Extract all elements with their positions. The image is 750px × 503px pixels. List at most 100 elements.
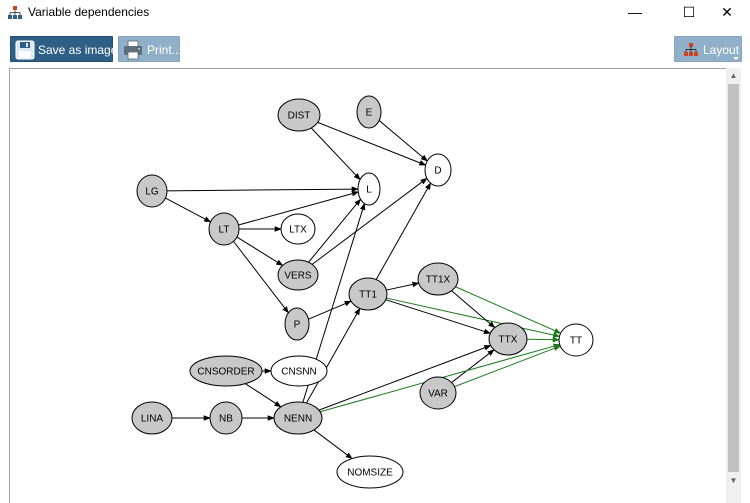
edge-var-to-ttx <box>451 349 495 383</box>
node-d[interactable]: D <box>424 153 452 187</box>
minimize-button[interactable]: — <box>612 0 658 26</box>
toolbar: Save as image... Print... Layout <box>0 26 750 66</box>
node-nomsize[interactable]: NOMSIZE <box>336 455 404 489</box>
node-cnsnn[interactable]: CNSNN <box>270 355 328 387</box>
node-tt1[interactable]: TT1 <box>348 277 388 311</box>
edge-tt1-to-tt <box>386 297 561 338</box>
node-nb[interactable]: NB <box>209 401 243 435</box>
node-shape <box>348 277 388 311</box>
vertical-scrollbar[interactable]: ▲ ▼ <box>726 68 741 503</box>
maximize-icon: ☐ <box>682 4 696 20</box>
node-label: CNSORDER <box>197 367 254 378</box>
title-bar: Variable dependencies — ☐ ✕ <box>0 0 750 26</box>
node-shape <box>558 323 594 357</box>
node-tt1x[interactable]: TT1X <box>417 262 459 296</box>
edge-dist-to-d <box>317 121 427 166</box>
edge-lt-to-p <box>233 241 289 314</box>
window-title: Variable dependencies <box>28 5 150 19</box>
node-label: VAR <box>428 389 448 400</box>
node-label: P <box>294 320 301 331</box>
node-label: LINA <box>141 414 164 425</box>
node-label: E <box>366 108 373 119</box>
edge-vers-to-d <box>311 177 428 265</box>
node-lina[interactable]: LINA <box>131 401 173 435</box>
edge-lg-to-l <box>166 186 359 192</box>
node-cnsorder[interactable]: CNSORDER <box>189 355 263 387</box>
node-e[interactable]: E <box>356 95 382 129</box>
scroll-down-icon[interactable]: ▼ <box>729 476 738 485</box>
node-label: LG <box>145 187 159 198</box>
node-label: NENN <box>284 414 312 425</box>
node-p[interactable]: P <box>284 307 310 341</box>
node-dist[interactable]: DIST <box>277 98 321 132</box>
edge-p-to-tt1 <box>308 300 352 320</box>
edge-dist-to-l <box>310 127 361 181</box>
layout-label: Layout <box>703 43 740 57</box>
node-label: CNSNN <box>281 367 317 378</box>
node-var[interactable]: VAR <box>419 376 457 410</box>
node-vers[interactable]: VERS <box>277 259 319 291</box>
node-lt[interactable]: LT <box>208 212 240 246</box>
print-button[interactable]: Print... <box>118 36 182 62</box>
edge-cnsorder-to-nenn <box>245 383 282 408</box>
node-label: NOMSIZE <box>347 468 393 479</box>
node-shape <box>131 401 173 435</box>
node-shape <box>277 98 321 132</box>
node-shape <box>277 259 319 291</box>
print-label: Print... <box>147 43 182 57</box>
node-shape <box>208 212 240 246</box>
node-label: D <box>434 166 441 177</box>
edge-tt1-to-tt1x <box>386 281 420 291</box>
node-shape <box>424 153 452 187</box>
node-label: LT <box>219 225 230 236</box>
layout-button[interactable]: Layout <box>674 36 742 62</box>
node-shape <box>189 355 263 387</box>
node-shape <box>280 213 316 245</box>
node-label: DIST <box>288 111 311 122</box>
node-shape <box>270 355 328 387</box>
node-label: TT1X <box>426 275 451 286</box>
minimize-icon: — <box>628 4 642 20</box>
node-ltx[interactable]: LTX <box>280 213 316 245</box>
dropdown-arrow-icon <box>733 57 739 60</box>
save-as-image-button[interactable]: Save as image... <box>10 36 127 62</box>
edge-tt1-to-ttx <box>385 299 491 335</box>
node-shape <box>336 455 404 489</box>
edge-lg-to-lt <box>165 197 212 223</box>
scroll-thumb[interactable] <box>728 84 739 472</box>
floppy-disk-icon <box>15 40 35 60</box>
node-nenn[interactable]: NENN <box>273 401 323 435</box>
node-tt[interactable]: TT <box>558 323 594 357</box>
edge-nenn-to-tt1 <box>306 307 361 404</box>
node-shape <box>273 401 323 435</box>
node-shape <box>417 262 459 296</box>
scroll-up-icon[interactable]: ▲ <box>729 71 738 80</box>
close-button[interactable]: ✕ <box>704 0 750 26</box>
edge-tt1x-to-tt <box>455 286 562 334</box>
node-lg[interactable]: LG <box>136 174 168 208</box>
edge-tt1x-to-ttx <box>451 290 496 329</box>
node-ttx[interactable]: TTX <box>488 322 528 356</box>
edge-nenn-to-nomsize <box>313 429 353 459</box>
node-label: VERS <box>284 271 312 282</box>
node-l[interactable]: L <box>357 172 381 206</box>
edge-tt1-to-d <box>375 182 432 280</box>
node-label: TT1 <box>359 290 377 301</box>
printer-icon <box>124 40 142 60</box>
layout-icon <box>684 43 698 56</box>
node-shape <box>419 376 457 410</box>
node-label: TT <box>570 336 582 347</box>
edge-lt-to-l <box>238 190 359 226</box>
node-label: NB <box>219 414 233 425</box>
maximize-button[interactable]: ☐ <box>666 0 712 26</box>
node-shape <box>488 322 528 356</box>
edge-lt-to-vers <box>236 236 284 266</box>
edge-nenn-to-ttx <box>318 345 492 411</box>
hierarchy-icon <box>8 6 22 19</box>
node-label: TTX <box>499 335 518 346</box>
edge-e-to-d <box>378 120 428 162</box>
node-shape <box>136 174 168 208</box>
node-shape <box>356 95 382 129</box>
edge-vers-to-l <box>308 198 361 263</box>
